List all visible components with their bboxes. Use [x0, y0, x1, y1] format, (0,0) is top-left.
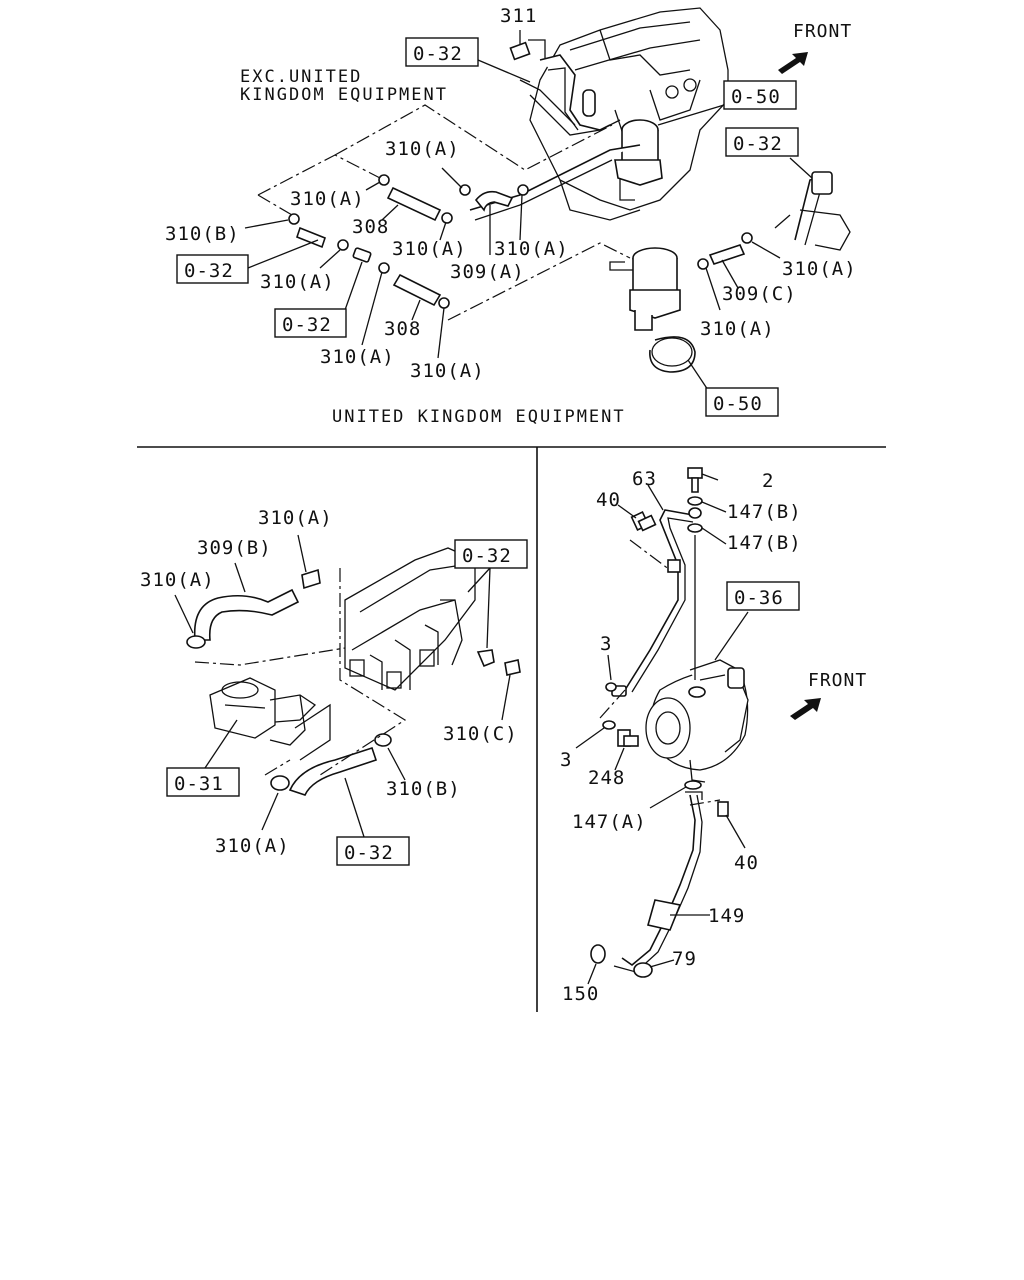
arrow-icon	[778, 52, 808, 74]
ref-box-0-32: 0-32	[454, 539, 528, 569]
ref-box-0-32: 0-32	[176, 254, 249, 284]
ref-box-0-31: 0-31	[166, 767, 240, 797]
ref-box-0-50: 0-50	[705, 387, 779, 417]
label-308: 308	[384, 318, 421, 340]
label-309c: 309(C)	[722, 283, 797, 305]
ref-box-0-32: 0-32	[405, 37, 479, 67]
clamp-group-left	[186, 568, 521, 791]
label-310a: 310(A)	[392, 238, 467, 260]
egr-valve-bottom	[609, 247, 696, 373]
label-150: 150	[562, 983, 599, 1005]
top-section: 311 EXC.UNITED KINGDOM EQUIPMENT 310(A) …	[165, 5, 857, 427]
ref-label: 0-50	[731, 86, 781, 108]
ref-label: 0-32	[733, 133, 783, 155]
banjo-bolt-2	[687, 467, 703, 533]
label-308: 308	[352, 216, 389, 238]
label-311: 311	[500, 5, 537, 27]
ref-box-0-36: 0-36	[726, 581, 800, 611]
caption-exc-uk-2: KINGDOM EQUIPMENT	[240, 85, 448, 105]
pipe-assembly-top	[509, 39, 621, 136]
label-310a: 310(A)	[494, 238, 569, 260]
clamp-group-top	[288, 174, 753, 309]
label-149: 149	[708, 905, 745, 927]
arrow-icon	[790, 698, 821, 720]
label-2: 2	[762, 470, 774, 492]
turbocharger	[645, 659, 749, 783]
label-310a: 310(A)	[140, 569, 215, 591]
label-248: 248	[588, 767, 625, 789]
label-40: 40	[734, 852, 759, 874]
label-310b: 310(B)	[165, 223, 240, 245]
ref-box-0-32: 0-32	[336, 836, 410, 866]
label-3: 3	[600, 633, 612, 655]
caption-exc-uk-1: EXC.UNITED	[240, 67, 362, 87]
ref-label: 0-36	[734, 587, 784, 609]
leader-lines-left	[174, 534, 511, 841]
label-310a: 310(A)	[215, 835, 290, 857]
ref-box-0-32: 0-32	[274, 308, 347, 338]
label-310a: 310(A)	[700, 318, 775, 340]
leader-lines-right	[575, 473, 749, 985]
label-310a: 310(A)	[385, 138, 460, 160]
hose-309c	[708, 244, 746, 265]
label-310a: 310(A)	[410, 360, 485, 382]
label-309b: 309(B)	[197, 537, 272, 559]
right-section: 2 63 40 147(B) 147(B) 3 3 248 147(A) 40 …	[560, 467, 867, 1005]
bolt-248	[617, 729, 639, 747]
label-40: 40	[596, 489, 621, 511]
ref-label: 0-32	[413, 43, 463, 65]
label-front: FRONT	[793, 21, 852, 42]
label-309a: 309(A)	[450, 261, 525, 283]
ref-label: 0-32	[344, 842, 394, 864]
label-3: 3	[560, 749, 572, 771]
ref-box-0-32: 0-32	[725, 127, 799, 157]
hose-308-lower	[392, 273, 442, 307]
oil-feed-pipe	[611, 509, 694, 697]
ref-label: 0-32	[282, 314, 332, 336]
ref-label: 0-32	[462, 545, 512, 567]
label-310a: 310(A)	[320, 346, 395, 368]
label-147b: 147(B)	[727, 501, 802, 523]
label-310a: 310(A)	[258, 507, 333, 529]
label-front: FRONT	[808, 670, 867, 691]
water-pipe-right	[774, 171, 851, 251]
oil-return-pipe	[590, 780, 729, 978]
ref-label: 0-50	[713, 393, 763, 415]
engine-block	[529, 7, 729, 221]
label-310b: 310(B)	[386, 778, 461, 800]
caption-uk-equipment: UNITED KINGDOM EQUIPMENT	[332, 407, 626, 427]
label-147b: 147(B)	[727, 532, 802, 554]
label-63: 63	[632, 468, 657, 490]
leader-lines-top	[244, 30, 813, 391]
front-arrow-top: FRONT	[778, 21, 852, 74]
thermostat-housing	[209, 677, 331, 761]
manifold-block	[344, 547, 495, 691]
hose-308-upper	[386, 186, 442, 222]
label-310a: 310(A)	[260, 271, 335, 293]
front-arrow-right: FRONT	[790, 670, 867, 720]
egr-valve-top	[614, 119, 663, 201]
ref-label: 0-32	[184, 260, 234, 282]
left-section: 310(A) 309(B) 310(A) 310(C) 310(B) 310(A…	[140, 507, 528, 866]
label-310a: 310(A)	[290, 188, 365, 210]
bolt-40	[630, 511, 657, 532]
label-147a: 147(A)	[572, 811, 647, 833]
hose-309b	[193, 588, 300, 641]
hose-309a	[474, 190, 514, 212]
ref-label: 0-31	[174, 773, 224, 795]
label-310c: 310(C)	[443, 723, 518, 745]
hose-lower	[288, 746, 378, 796]
label-79: 79	[672, 948, 697, 970]
label-310a: 310(A)	[782, 258, 857, 280]
ref-box-0-50: 0-50	[723, 80, 797, 110]
